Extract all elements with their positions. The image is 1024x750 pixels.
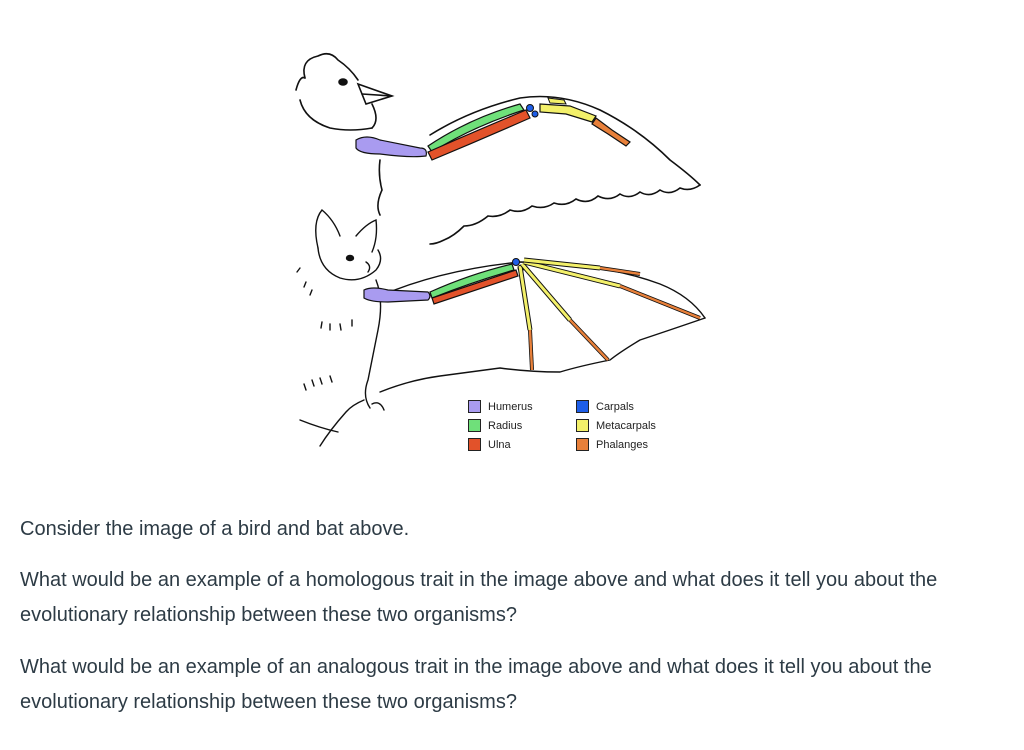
legend-swatch — [576, 419, 589, 432]
legend-label: Metacarpals — [596, 419, 656, 432]
legend-label: Radius — [488, 419, 523, 432]
question-analogous-trait: What would be an example of an analogous… — [20, 656, 932, 713]
legend-item-radius: Radius — [468, 416, 533, 435]
legend-swatch — [468, 419, 481, 432]
question-homologous-trait: What would be an example of a homologous… — [20, 569, 938, 626]
legend-item-humerus: Humerus — [468, 397, 533, 416]
legend-left-column: Humerus Radius Ulna — [468, 397, 533, 454]
legend-item-phalanges: Phalanges — [576, 435, 656, 454]
bat-wing-bones — [363, 257, 701, 371]
legend-label: Phalanges — [596, 438, 648, 451]
legend-item-ulna: Ulna — [468, 435, 533, 454]
legend-item-carpals: Carpals — [576, 397, 656, 416]
legend-swatch — [576, 400, 589, 413]
legend-label: Humerus — [488, 400, 533, 413]
legend-right-column: Carpals Metacarpals Phalanges — [576, 397, 656, 454]
legend-item-metacarpals: Metacarpals — [576, 416, 656, 435]
bird-wing-bones — [355, 97, 631, 161]
legend-swatch — [576, 438, 589, 451]
bird-drawing — [295, 52, 701, 245]
legend-swatch — [468, 400, 481, 413]
bird-bat-wing-illustration — [295, 52, 706, 447]
legend-label: Carpals — [596, 400, 634, 413]
question-intro: Consider the image of a bird and bat abo… — [20, 518, 410, 540]
legend-label: Ulna — [488, 438, 511, 451]
legend-swatch — [468, 438, 481, 451]
